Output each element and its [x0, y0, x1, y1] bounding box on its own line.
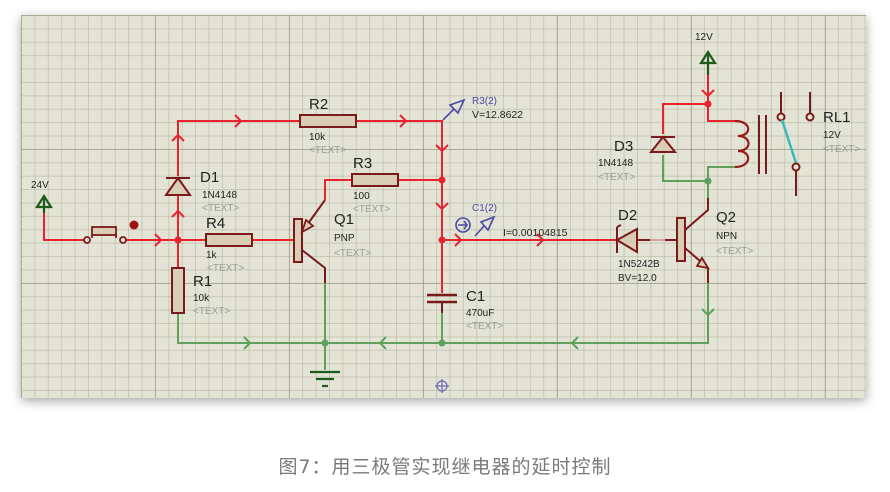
wire-d1-top [177, 120, 300, 176]
rl1-value: 12V [823, 130, 841, 141]
resistor-r1[interactable] [171, 267, 185, 314]
label-12v: 12V [695, 32, 713, 43]
r2-value: 10k [309, 132, 326, 143]
relay-coil [734, 119, 750, 169]
r1-value: 10k [193, 293, 210, 304]
r3-ref: R3 [353, 155, 372, 172]
wire-coil-bottom [707, 166, 735, 181]
r4-ref: R4 [206, 215, 225, 232]
q1-text: <TEXT> [334, 248, 371, 259]
junctions-high [174, 100, 712, 244]
c1-ref: C1 [466, 288, 485, 305]
d2-ref: D2 [618, 207, 637, 224]
r1-ref: R1 [193, 273, 212, 290]
c1-value: 470uF [466, 308, 494, 319]
power-terminal-24v [34, 193, 54, 213]
d1-ref: D1 [200, 169, 219, 186]
voltage-probe-reading: V=12.8622 [472, 109, 523, 121]
capacitor-c1[interactable] [427, 293, 457, 313]
r4-text: <TEXT> [207, 263, 244, 274]
wire-d3-bottom [662, 155, 708, 182]
d2-breakdown-voltage: BV=12.0 [618, 273, 657, 284]
wire-coil-top [707, 104, 735, 122]
r2-ref: R2 [309, 96, 328, 113]
d2-value: 1N5242B [618, 259, 660, 270]
relay-core [758, 115, 767, 174]
diode-d3[interactable] [648, 135, 678, 153]
q2-value: NPN [716, 231, 737, 242]
wire-q1-r3 [324, 179, 352, 200]
voltage-probe-name: R3(2) [472, 96, 497, 107]
resistor-r2[interactable] [299, 114, 357, 128]
origin-marker-icon [435, 379, 449, 393]
d1-value: 1N4148 [202, 190, 237, 201]
relay-rl1[interactable] [734, 92, 815, 196]
wires-high [43, 75, 735, 293]
wire-r2-right [356, 120, 443, 240]
r4-value: 1k [206, 250, 218, 261]
rl1-ref: RL1 [823, 109, 851, 126]
r1-text: <TEXT> [193, 306, 230, 317]
current-probe-icon[interactable] [455, 215, 496, 237]
rl1-text: <TEXT> [823, 144, 860, 155]
r2-text: <TEXT> [309, 145, 346, 156]
relay-switch-arm [780, 119, 798, 164]
r3-text: <TEXT> [353, 204, 390, 215]
q1-ref: Q1 [334, 211, 354, 228]
q1-value: PNP [334, 233, 355, 244]
d1-text: <TEXT> [202, 203, 239, 214]
d3-text: <TEXT> [598, 172, 635, 183]
transistor-q1[interactable] [293, 199, 326, 283]
label-24v: 24V [31, 180, 49, 191]
resistor-r4[interactable] [205, 233, 253, 247]
d3-ref: D3 [614, 138, 633, 155]
q2-ref: Q2 [716, 209, 736, 226]
d3-value: 1N4148 [598, 158, 633, 169]
resistor-r3[interactable] [351, 173, 399, 187]
wire-d3-top [662, 103, 708, 134]
diode-d1[interactable] [164, 176, 192, 196]
power-terminal-12v [698, 49, 718, 75]
current-probe-reading: I=0.00104815 [503, 227, 568, 239]
ground-symbol [310, 370, 340, 388]
c1-text: <TEXT> [466, 321, 503, 332]
transistor-q2[interactable] [676, 198, 710, 283]
current-arrows-high [154, 89, 715, 247]
r3-value: 100 [353, 191, 370, 202]
push-button-switch[interactable] [83, 220, 139, 244]
figure-caption: 图7：用三极管实现继电器的延时控制 [278, 456, 612, 478]
wire-24v-switch [43, 213, 84, 241]
current-probe-name: C1(2) [472, 203, 497, 214]
zener-diode-d2[interactable] [614, 224, 676, 254]
junctions-low [321, 177, 712, 347]
current-arrows-low [243, 308, 715, 350]
voltage-probe-icon[interactable] [442, 98, 466, 121]
q2-text: <TEXT> [716, 246, 753, 257]
